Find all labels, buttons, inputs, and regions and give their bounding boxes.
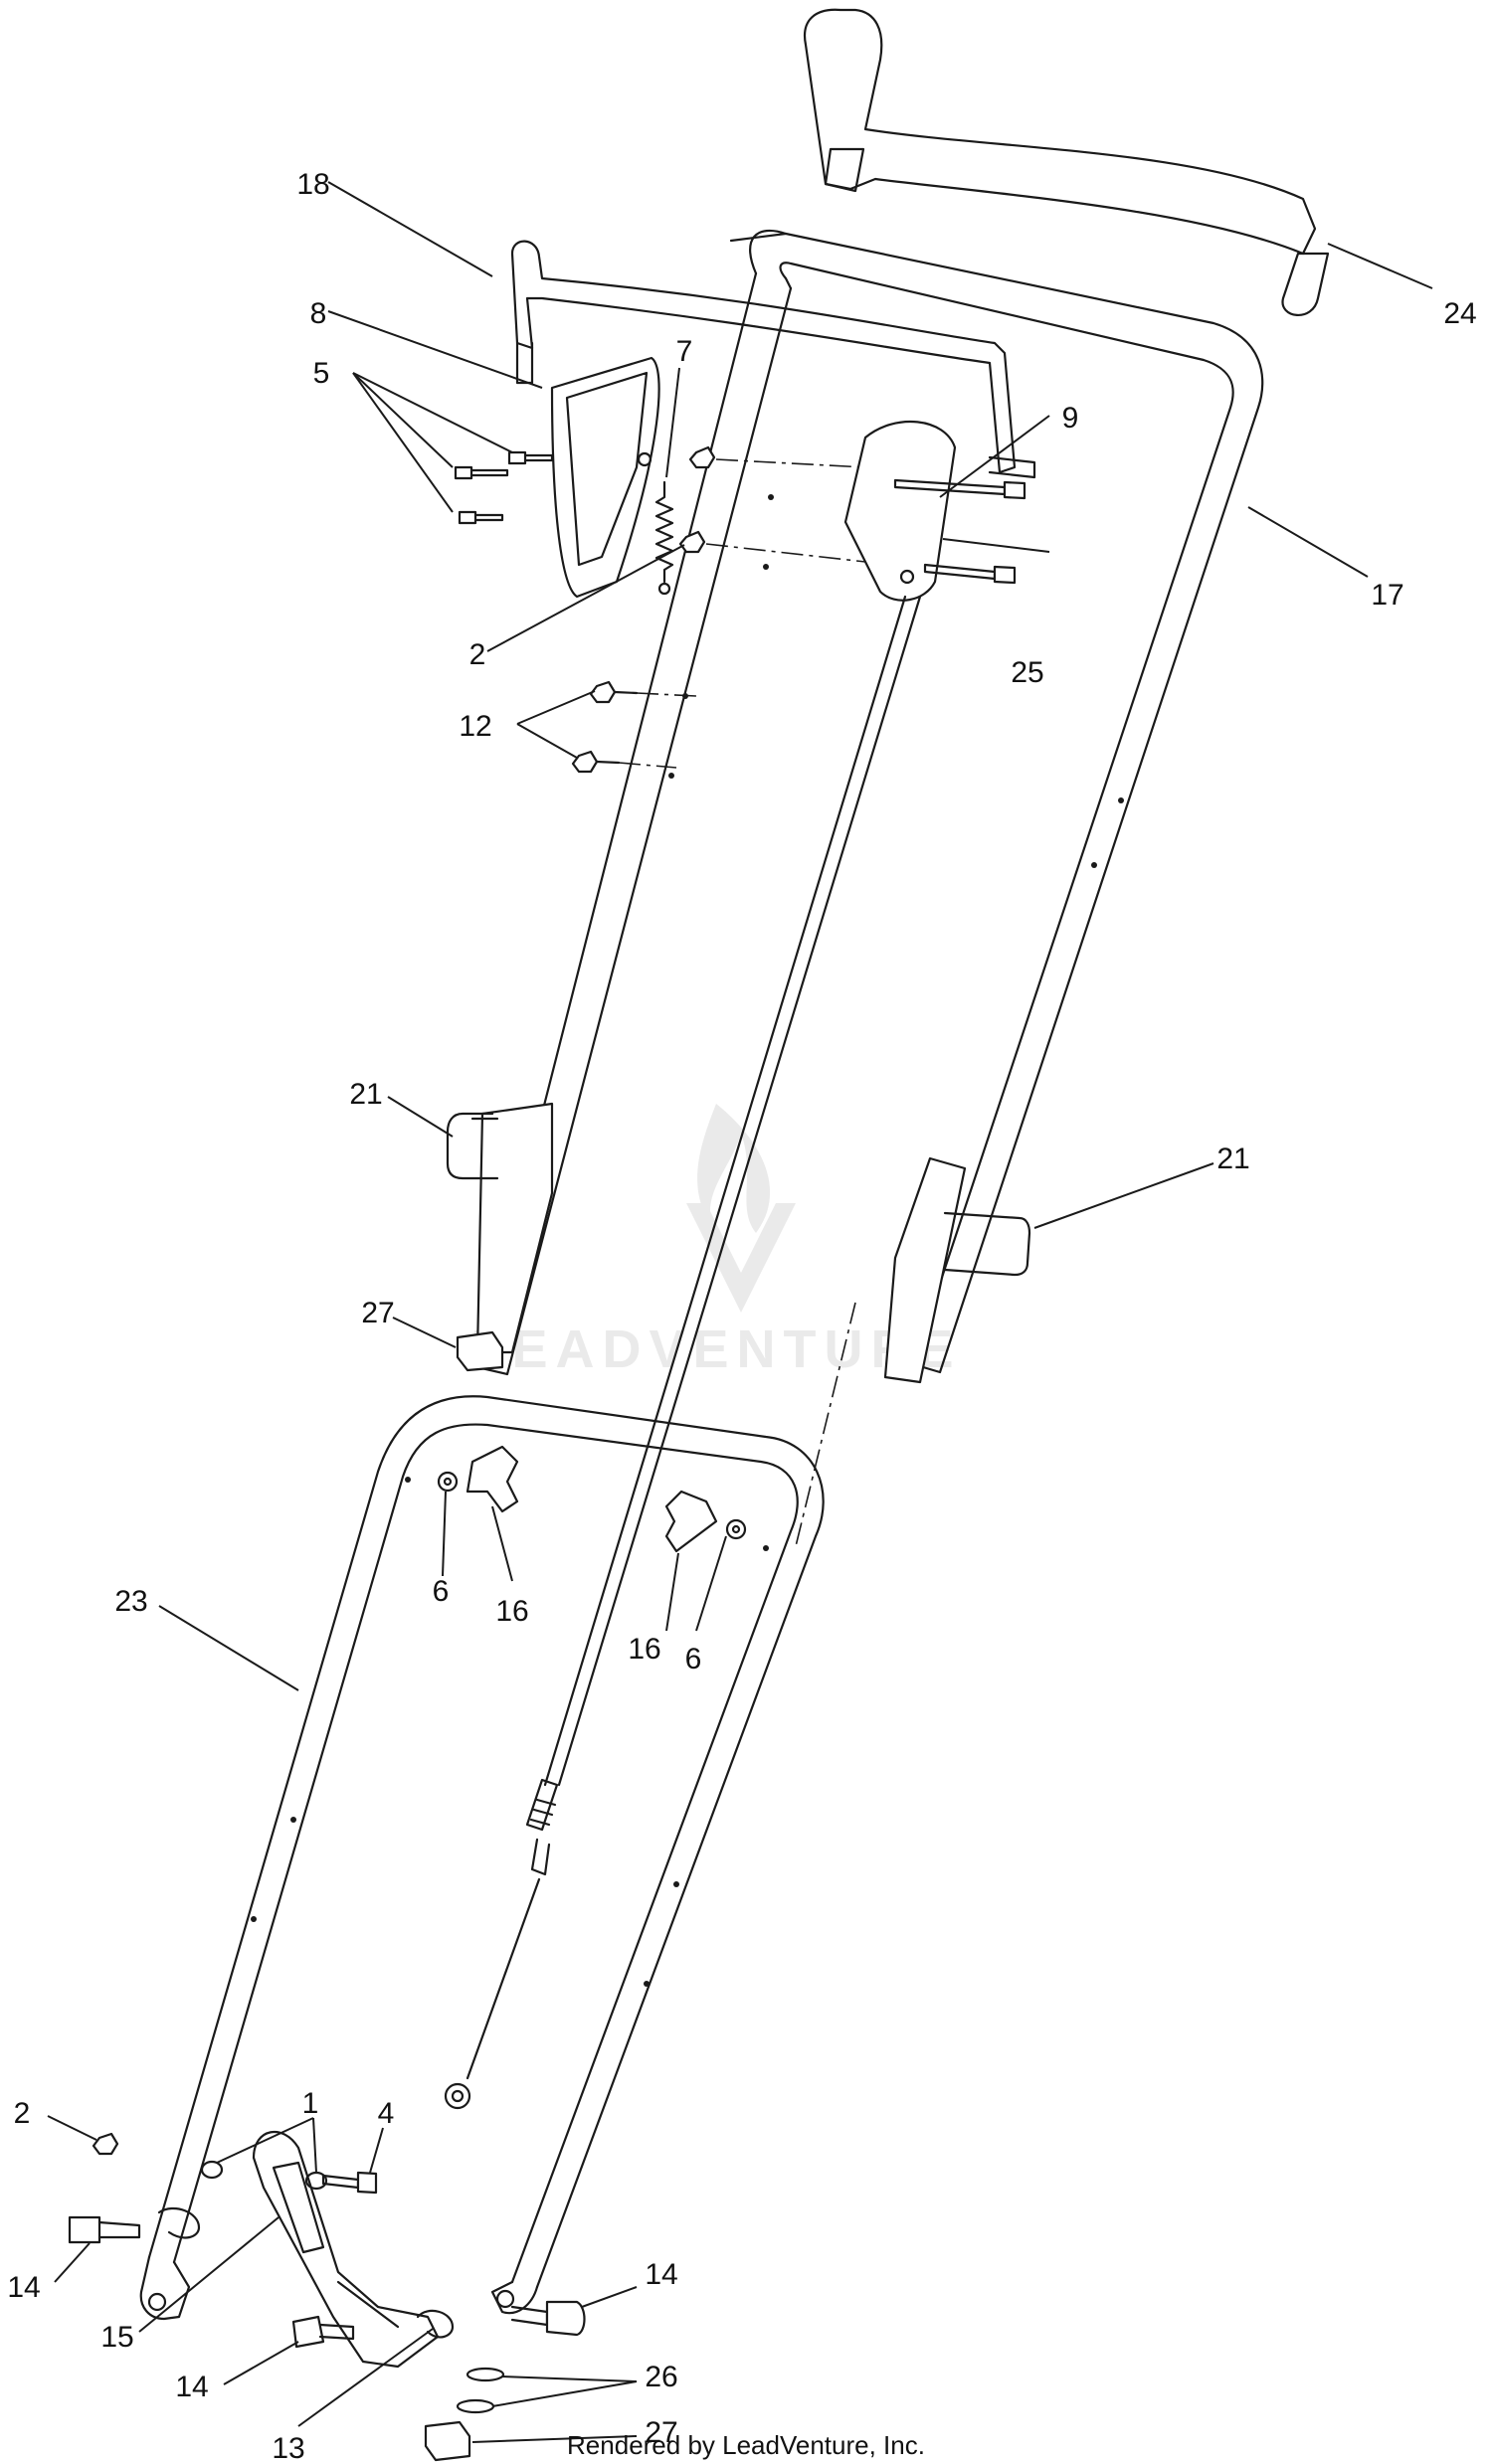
part-24-upper-grip: [803, 8, 1330, 316]
part-4-bolt: [321, 2171, 378, 2195]
part-17-upper-handle: [475, 229, 1264, 1384]
part-13-hairpin: [157, 2206, 455, 2339]
callout-16-left: 16: [495, 1595, 528, 1628]
callout-7: 7: [676, 335, 693, 368]
part-15-lever: [252, 2130, 440, 2369]
part-6-right-washer: [725, 1518, 747, 1540]
part-8-control-housing: [550, 356, 660, 599]
callout-labels: 18 8 5 7 2 12 9 25 17 24 21 21 27 23 6 1…: [7, 168, 1476, 2464]
part-21-right-ubolt: [943, 1211, 1031, 1277]
callout-2-lower: 2: [14, 2097, 31, 2130]
leader-lines: [47, 181, 1433, 2443]
part-7-spring: [654, 480, 674, 596]
callout-14-left: 14: [7, 2271, 40, 2304]
callout-16-right: 16: [628, 1633, 660, 1666]
part-6-left-washer: [437, 1471, 459, 1493]
part-16-left-knob: [466, 1445, 519, 1513]
part-27-upper-clip: [456, 1330, 504, 1372]
part-16-right-knob: [664, 1490, 718, 1553]
footer-credit: Rendered by LeadVenture, Inc.: [567, 2430, 925, 2460]
part-5-screws: [454, 450, 554, 525]
part-14-left-pin: [68, 2215, 141, 2244]
part-9-actuator: [843, 420, 957, 602]
part-27-lower-clip: [424, 2420, 471, 2462]
callout-4: 4: [378, 2097, 395, 2130]
callout-6-right: 6: [685, 1643, 702, 1675]
callout-27-upper: 27: [361, 1297, 394, 1329]
control-cable: [444, 595, 922, 2110]
part-23-lower-handle: [139, 1395, 825, 2321]
callout-26: 26: [645, 2361, 677, 2393]
callout-8: 8: [310, 297, 327, 330]
callout-23: 23: [114, 1585, 147, 1618]
callout-24: 24: [1443, 297, 1476, 330]
callout-6-left: 6: [433, 1575, 450, 1608]
callout-21-right: 21: [1216, 1143, 1249, 1175]
callout-18: 18: [296, 168, 329, 201]
part-21-left-ubolt: [446, 1112, 499, 1180]
alignment-line: [795, 1302, 856, 1547]
watermark-text: LEADVENTURE: [470, 1320, 961, 1379]
callout-14-right: 14: [645, 2258, 677, 2291]
callout-1: 1: [302, 2087, 319, 2120]
callout-15: 15: [100, 2321, 133, 2354]
part-2-upper-nuts: [678, 445, 866, 563]
callout-21-left: 21: [349, 1078, 382, 1111]
part-25-bolts: [893, 478, 1026, 585]
part-18-bail: [510, 240, 1036, 479]
callout-9: 9: [1062, 402, 1079, 435]
callout-25: 25: [1011, 656, 1043, 689]
callout-12: 12: [459, 710, 491, 743]
callout-14-center: 14: [175, 2371, 208, 2403]
callout-2-upper: 2: [469, 638, 486, 671]
callout-27-lower: 27: [645, 2416, 677, 2449]
part-2-lower-nut: [92, 2132, 119, 2156]
part-12-bolts: [571, 680, 697, 774]
part-14-center-pin: [291, 2315, 355, 2349]
callout-13: 13: [272, 2432, 304, 2464]
callout-5: 5: [313, 357, 330, 390]
part-14-right-pin: [510, 2300, 586, 2337]
callout-17: 17: [1371, 579, 1403, 612]
